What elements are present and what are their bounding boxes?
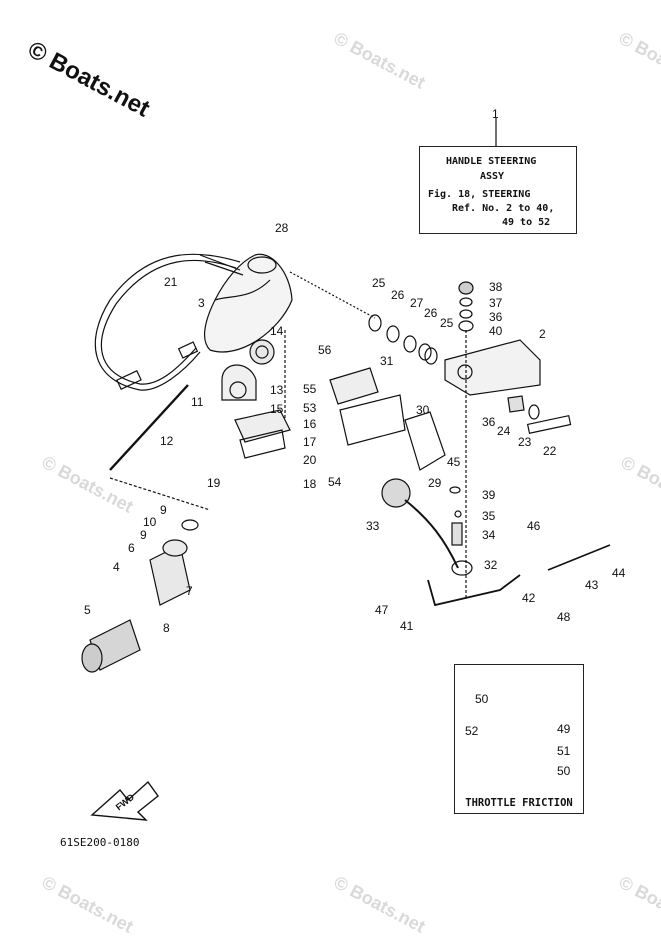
fwd-arrow	[90, 780, 159, 821]
callout-55: 55	[303, 382, 317, 396]
callout-12: 12	[160, 434, 174, 448]
callout-46: 46	[527, 519, 541, 533]
callout-23: 23	[518, 435, 532, 449]
inset-callout-49: 49	[557, 722, 571, 736]
callout-3: 3	[198, 296, 205, 310]
callout-8: 8	[163, 621, 170, 635]
callout-1: 1	[492, 107, 499, 121]
callout-7: 7	[186, 584, 193, 598]
callout-25b: 25	[440, 316, 454, 330]
callout-14: 14	[270, 324, 284, 338]
callout-38: 38	[489, 280, 503, 294]
callout-30: 30	[416, 403, 430, 417]
inset-callout-52: 52	[465, 724, 479, 738]
inset-callout-51: 51	[557, 744, 571, 758]
inset-callout-50b: 50	[557, 764, 571, 778]
callout-19: 19	[207, 476, 221, 490]
callout-6: 6	[128, 541, 135, 555]
callout-16: 16	[303, 417, 317, 431]
callout-47: 47	[375, 603, 389, 617]
callout-21: 21	[164, 275, 178, 289]
callout-17: 17	[303, 435, 317, 449]
callout-35: 35	[482, 509, 496, 523]
callout-40: 40	[489, 324, 503, 338]
callout-25a: 25	[372, 276, 386, 290]
callout-34: 34	[482, 528, 496, 542]
callout-43: 43	[585, 578, 599, 592]
note-subtitle: ASSY	[480, 171, 505, 182]
note-title: HANDLE STEERING	[446, 156, 537, 167]
callout-13: 13	[270, 383, 284, 397]
callout-31: 31	[380, 354, 394, 368]
callout-41: 41	[400, 619, 414, 633]
callout-27: 27	[410, 296, 424, 310]
callout-56: 56	[318, 343, 332, 357]
callout-26b: 26	[424, 306, 438, 320]
assembly-note-box: HANDLE STEERING ASSY Fig. 18, STEERING R…	[419, 146, 577, 234]
cable-loop	[94, 253, 241, 391]
callout-2: 2	[539, 327, 546, 341]
callout-53: 53	[303, 401, 317, 415]
throttle-friction-inset: 50 49 52 51 50 THROTTLE FRICTION	[454, 664, 584, 814]
tiller-body	[203, 253, 293, 353]
callout-32: 32	[484, 558, 498, 572]
diagram-code: 61SE200-0180	[60, 836, 140, 849]
callout-33: 33	[366, 519, 380, 533]
callout-48: 48	[557, 610, 571, 624]
callout-39: 39	[482, 488, 496, 502]
note-ref-1: Fig. 18, STEERING	[428, 189, 531, 200]
callout-42: 42	[522, 591, 536, 605]
inset-callout-50: 50	[475, 692, 489, 706]
callout-22: 22	[543, 444, 557, 458]
callout-28: 28	[275, 221, 289, 235]
callout-37: 37	[489, 296, 503, 310]
callout-9b: 9	[140, 528, 147, 542]
callout-10: 10	[143, 515, 157, 529]
callout-9a: 9	[160, 503, 167, 517]
callout-36a: 36	[489, 310, 503, 324]
callout-11: 11	[191, 395, 204, 409]
note-ref-3: 49 to 52	[502, 217, 551, 228]
callout-20: 20	[303, 453, 317, 467]
callout-44: 44	[612, 566, 626, 580]
callout-5: 5	[84, 603, 91, 617]
inset-title: THROTTLE FRICTION	[465, 797, 573, 809]
callout-15: 15	[270, 402, 284, 416]
callout-36b: 36	[482, 415, 496, 429]
callout-45: 45	[447, 455, 461, 469]
callout-4: 4	[113, 560, 120, 574]
callout-26a: 26	[391, 288, 405, 302]
note-ref-2: Ref. No. 2 to 40,	[452, 203, 555, 214]
callout-54: 54	[328, 475, 342, 489]
callout-18: 18	[303, 477, 317, 491]
callout-29: 29	[428, 476, 442, 490]
callout-24: 24	[497, 424, 511, 438]
